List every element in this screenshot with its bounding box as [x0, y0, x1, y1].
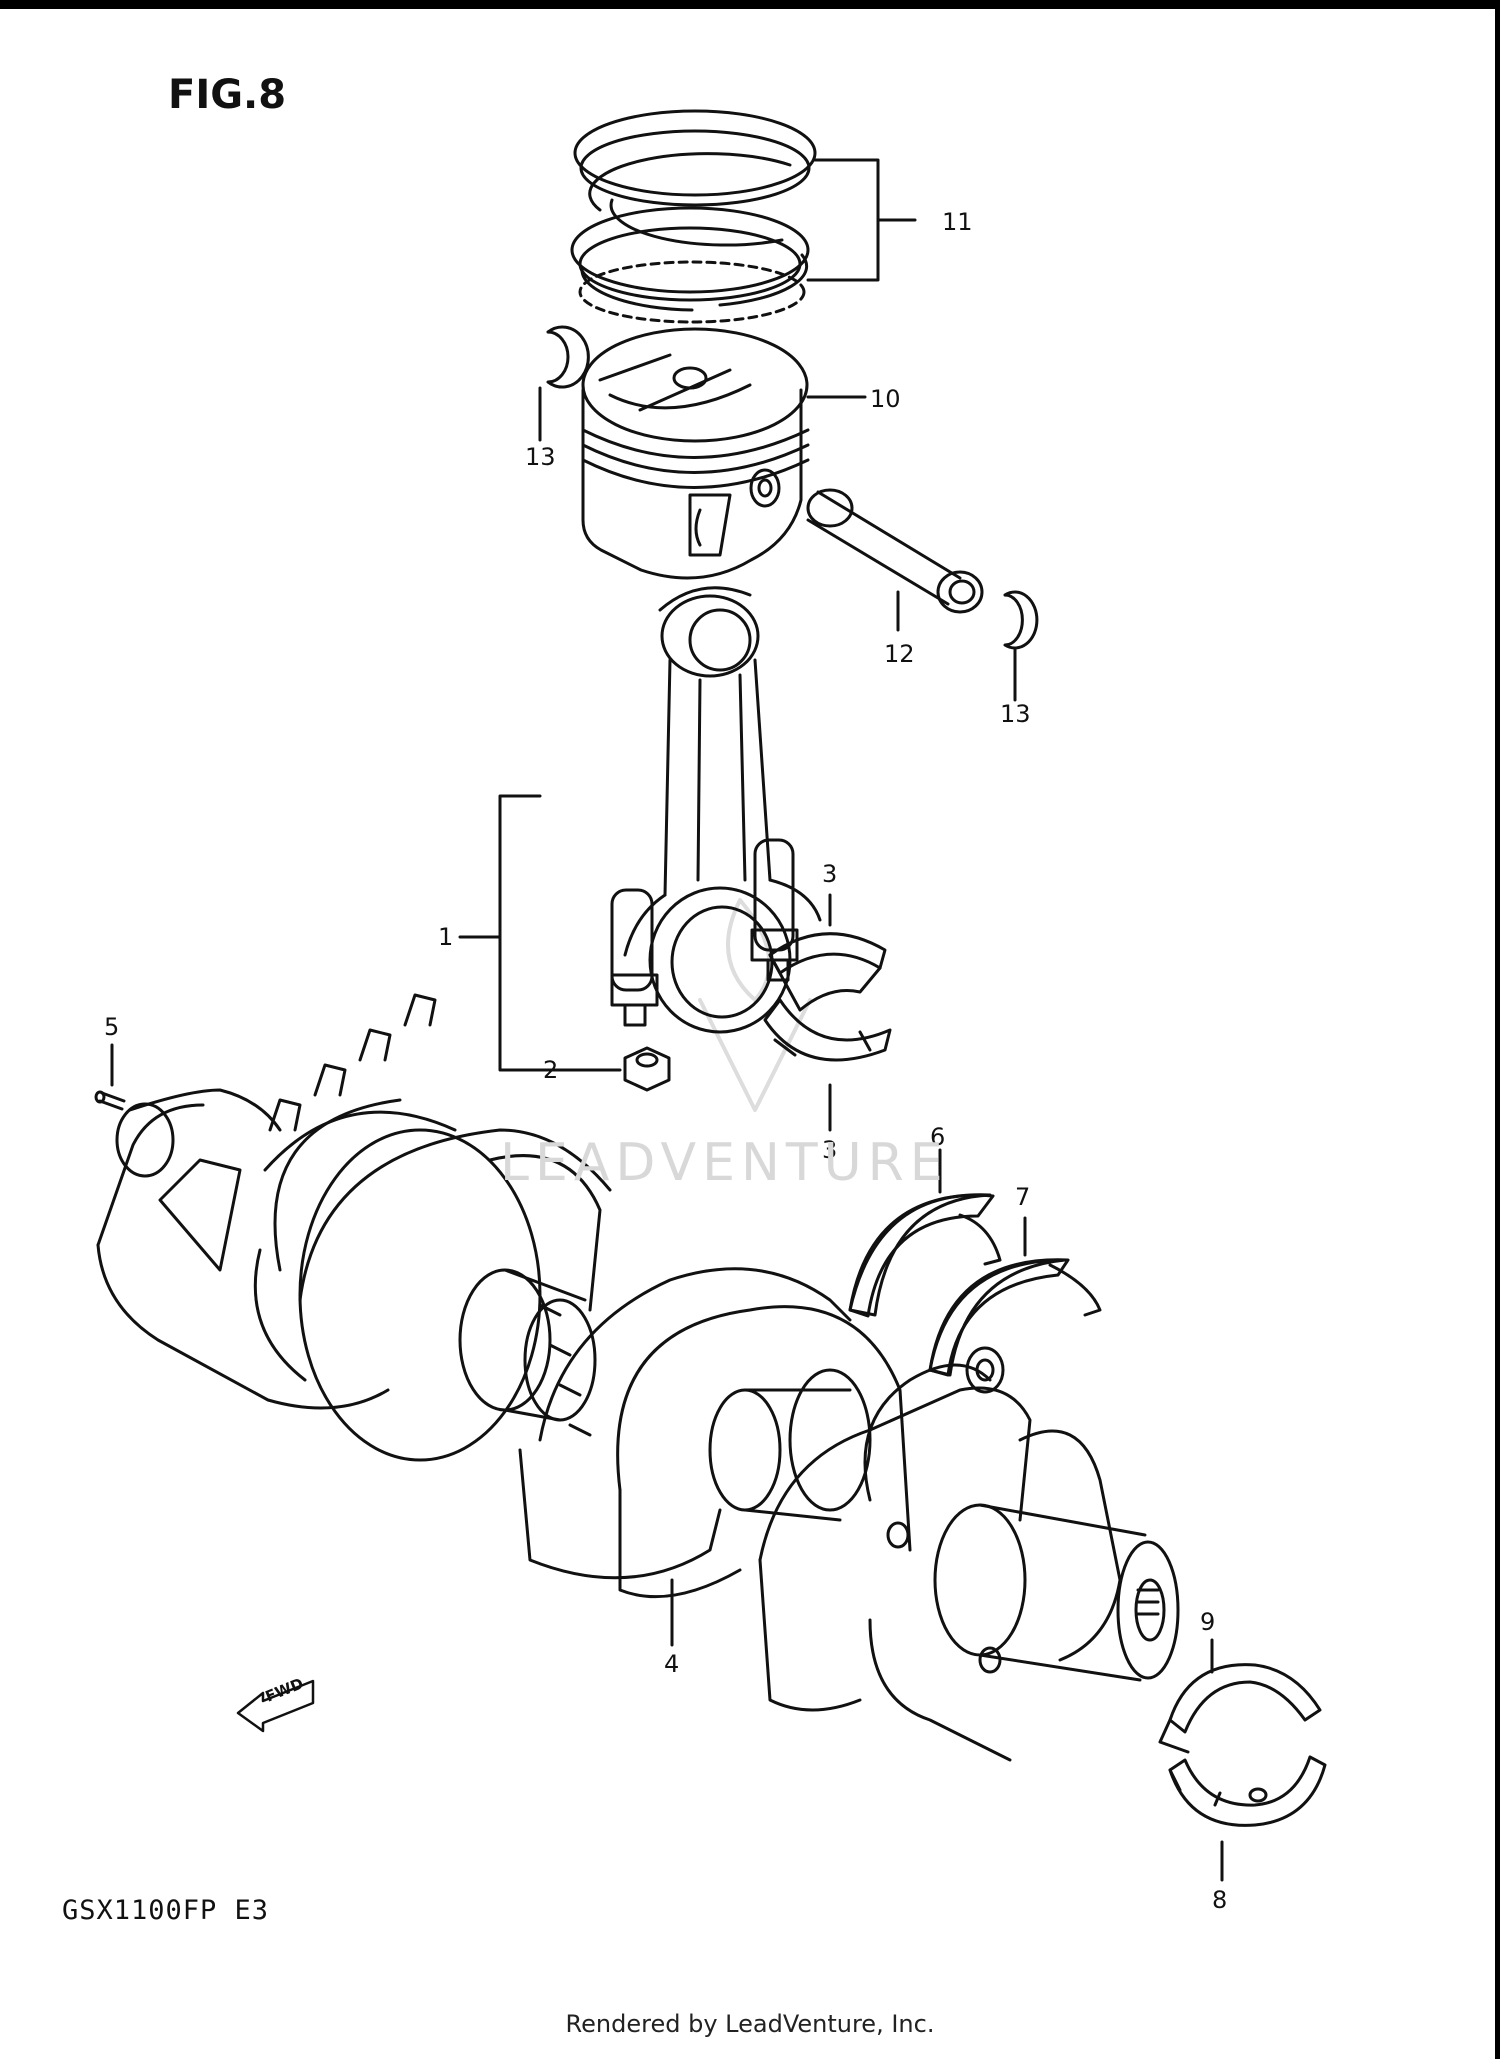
crank-pin-bearing-upper[interactable]: [768, 932, 887, 1012]
thrust-washer-6[interactable]: [848, 1193, 1002, 1318]
connecting-rod[interactable]: [610, 586, 822, 1034]
callout-13a: 13: [525, 443, 556, 471]
callout-3b: 3: [822, 1136, 837, 1164]
figure-title: FIG.8: [168, 72, 287, 118]
watermark-logo: [698, 898, 812, 1112]
thrust-washer-7[interactable]: [928, 1258, 1102, 1377]
fwd-label: FWD: [263, 1674, 306, 1705]
callout-11: 11: [942, 208, 973, 236]
callout-4: 4: [664, 1650, 679, 1678]
callout-1: 1: [438, 923, 453, 951]
forward-direction-arrow: [236, 1679, 315, 1733]
piston[interactable]: [581, 327, 810, 580]
render-credit: Rendered by LeadVenture, Inc.: [565, 2010, 935, 2038]
callout-13b: 13: [1000, 700, 1031, 728]
callout-6: 6: [930, 1123, 945, 1151]
leaders-8-9: [1210, 1638, 1224, 1882]
callout-5: 5: [104, 1013, 119, 1041]
callout-8: 8: [1212, 1886, 1227, 1914]
watermark-text: LEADVENTURE: [500, 1133, 949, 1193]
piston-pin-clip-right[interactable]: [1003, 590, 1039, 650]
callout-3a: 3: [822, 860, 837, 888]
bracket-11: [806, 158, 917, 282]
right-border: [1495, 0, 1500, 2059]
callout-9: 9: [1200, 1608, 1215, 1636]
crankshaft-dowel-pin[interactable]: [94, 1090, 126, 1111]
crankshaft[interactable]: [96, 993, 1180, 1762]
piston-pin[interactable]: [806, 488, 984, 614]
main-bearing-lower[interactable]: [1168, 1755, 1327, 1827]
model-code: GSX1100FP E3: [62, 1895, 270, 1926]
callout-2: 2: [543, 1056, 558, 1084]
piston-pin-clip-left[interactable]: [546, 325, 590, 389]
callout-10: 10: [870, 385, 901, 413]
connecting-rod-nut[interactable]: [623, 1046, 671, 1092]
callout-12: 12: [884, 640, 915, 668]
top-border: [0, 0, 1500, 9]
bracket-1: [458, 794, 612, 1072]
piston-rings[interactable]: [570, 109, 817, 324]
callout-7: 7: [1015, 1183, 1030, 1211]
crank-pin-bearing-lower[interactable]: [763, 998, 892, 1062]
main-bearing-upper[interactable]: [1158, 1663, 1322, 1754]
